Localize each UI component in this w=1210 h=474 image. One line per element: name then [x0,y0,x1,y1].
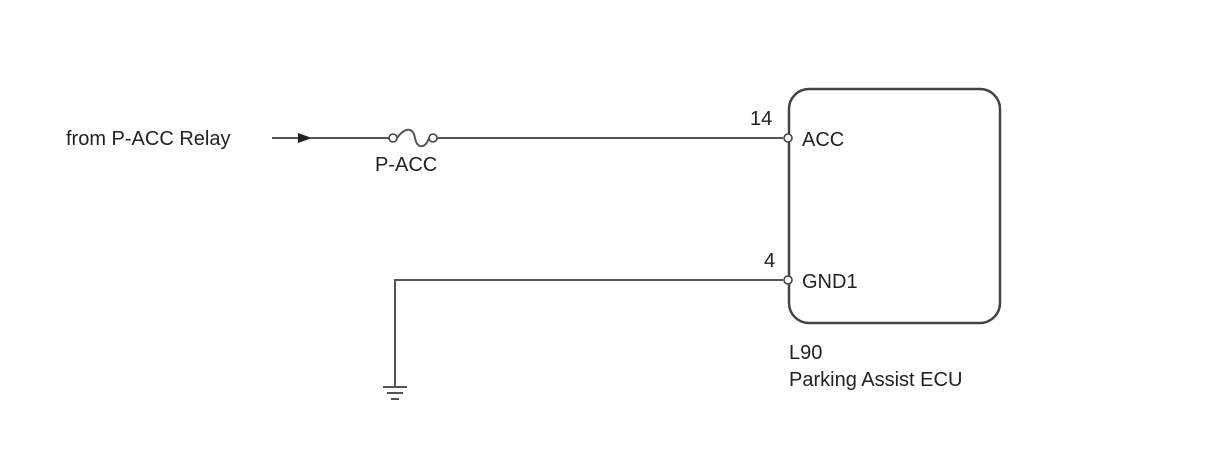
fuse-icon [388,128,438,148]
pin-14-terminal [783,133,793,143]
pin-4-number: 4 [764,250,775,272]
ground-icon [383,386,407,400]
ecu-name: Parking Assist ECU [789,369,962,391]
ecu-connector-code: L90 [789,342,822,364]
wire-gnd-to-ground [394,279,783,387]
pin-4-name: GND1 [802,271,858,293]
ecu-box [787,87,1002,325]
pin-14-name: ACC [802,129,844,151]
pin-4-terminal [783,275,793,285]
source-label: from P-ACC Relay [66,128,230,150]
pin-14-number: 14 [750,108,772,130]
arrow-right-icon [272,133,312,143]
fuse-label: P-ACC [375,154,437,176]
